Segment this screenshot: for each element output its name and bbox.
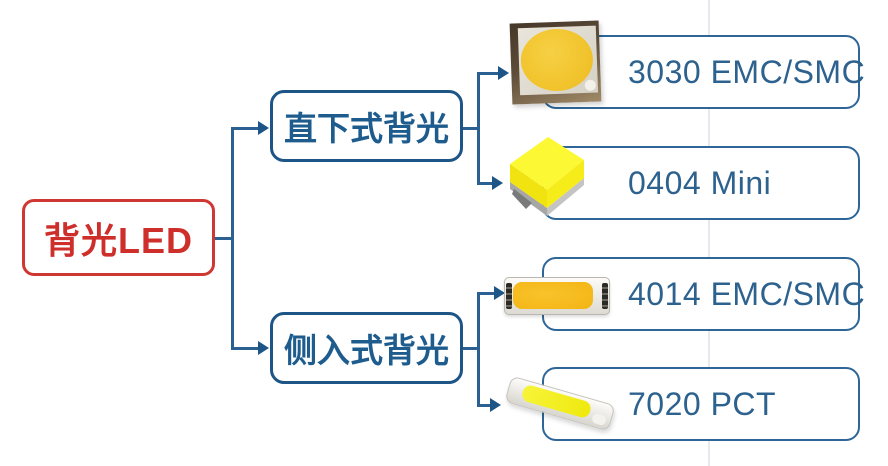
connector-branch-bottom-stub	[463, 346, 478, 350]
connector-to-leaf-0404	[477, 181, 493, 185]
branch-node-label: 直下式背光	[284, 110, 449, 147]
connector-to-leaf-4014	[477, 291, 495, 295]
connector-root-trunk	[231, 126, 234, 350]
branch-node-direct-lit: 直下式背光	[270, 90, 463, 162]
background-seam-line	[708, 0, 710, 466]
led-image-0404-mini	[510, 137, 584, 216]
led-3030-phosphor-circle	[519, 27, 595, 93]
leaf-node-label: 7020 PCT	[628, 385, 777, 422]
connector-branch-top-stub	[463, 126, 478, 130]
connector-to-branch-top	[231, 126, 259, 130]
leaf-node-label: 0404 Mini	[628, 164, 772, 201]
led-3030-package-face	[517, 25, 599, 96]
arrow-right-icon	[490, 398, 501, 412]
branch-node-label: 侧入式背光	[284, 332, 449, 369]
arrow-right-icon	[258, 121, 269, 135]
led-3030-corner-notch	[584, 79, 597, 91]
led-7020-end-cap	[591, 412, 608, 427]
connector-to-leaf-3030	[477, 71, 499, 75]
led-image-3030-smd	[509, 20, 602, 105]
connector-branch-top-trunk	[477, 71, 480, 185]
leaf-node-label: 3030 EMC/SMC	[628, 53, 866, 90]
leaf-node-label: 4014 EMC/SMC	[628, 275, 866, 312]
led-image-4014-smd	[504, 277, 610, 315]
branch-node-edge-lit: 侧入式背光	[270, 312, 463, 384]
root-node-label: 背光LED	[43, 219, 193, 261]
connector-branch-bottom-trunk	[477, 291, 480, 407]
arrow-right-icon	[258, 341, 269, 355]
leaf-node-0404-mini: 0404 Mini	[542, 146, 860, 220]
arrow-right-icon	[494, 286, 505, 300]
arrow-right-icon	[492, 176, 503, 190]
root-node-backlight-led: 背光LED	[22, 199, 215, 276]
connector-to-leaf-7020	[477, 403, 491, 407]
connector-to-branch-bottom	[231, 346, 259, 350]
arrow-right-icon	[498, 66, 509, 80]
connector-root-stub	[215, 236, 232, 240]
led-4014-emitter-window	[513, 282, 593, 309]
